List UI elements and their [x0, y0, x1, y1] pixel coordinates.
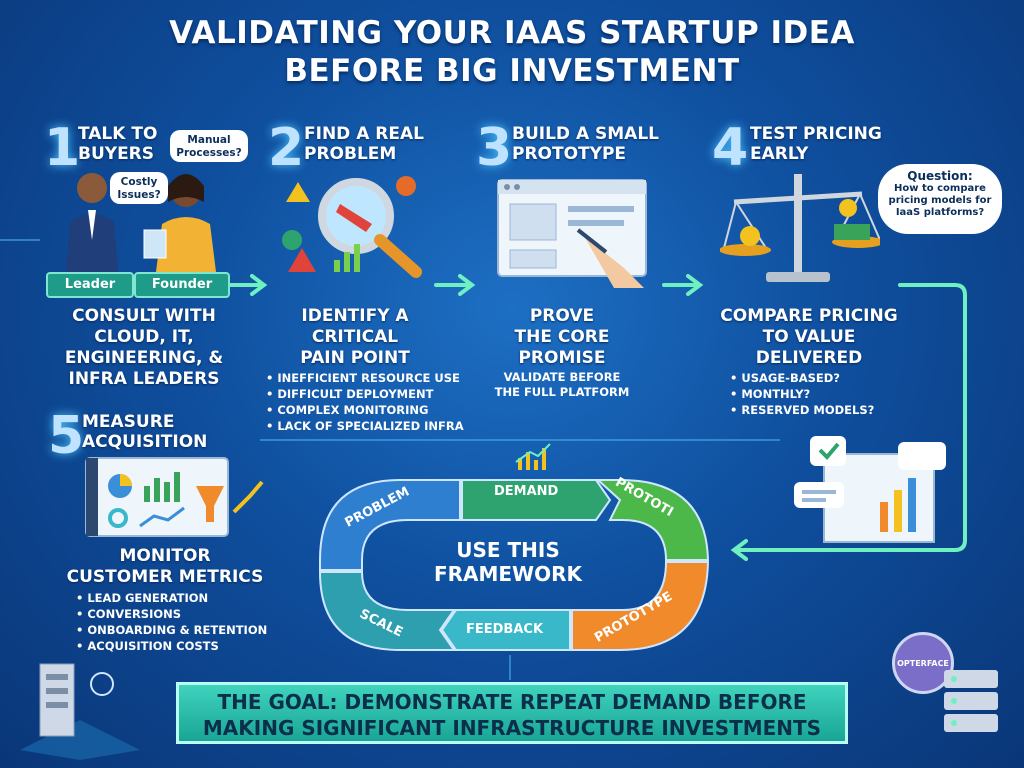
loop-label-demand: DEMAND: [494, 484, 559, 499]
step-3-title-line2: PROTOTYPE: [512, 144, 627, 164]
step-5-head-line: CUSTOMER METRICS: [66, 567, 264, 587]
step-2-bullets: INEFFICIENT RESOURCE USE DIFFICULT DEPLO…: [266, 370, 464, 434]
step-4-head-line: TO VALUE: [762, 327, 856, 347]
step-5-title-line1: MEASURE: [82, 412, 175, 432]
title-line-1: VALIDATING YOUR IAAS STARTUP IDEA: [169, 15, 855, 51]
step-2-head-line: IDENTIFY A: [301, 306, 409, 326]
metrics-dashboard-icon: [85, 457, 264, 537]
step-3-head-line: PROMISE: [518, 348, 606, 368]
step-3-head-line: THE CORE: [514, 327, 610, 347]
step-5-heading: MONITOR CUSTOMER METRICS: [40, 546, 290, 588]
server-rack-icon: [20, 663, 140, 760]
step-5-number: 5: [48, 406, 85, 466]
step-4-title: TEST PRICING EARLY: [750, 124, 882, 164]
step-1-title: TALK TO BUYERS: [78, 124, 157, 164]
question-label: Question:: [907, 169, 973, 183]
list-item: USAGE-BASED?: [730, 370, 874, 386]
framework-center-text: USE THIS FRAMEWORK: [370, 538, 646, 586]
step-5-title: MEASURE ACQUISITION: [82, 412, 207, 452]
prototype-wireframe-icon: [497, 179, 647, 288]
step-1-title-line1: TALK TO: [78, 124, 158, 144]
step-2-number: 2: [268, 118, 305, 178]
tag-leader: Leader: [46, 272, 134, 298]
list-item: DIFFICULT DEPLOYMENT: [266, 386, 464, 402]
step-5-head-line: MONITOR: [119, 546, 211, 566]
step-4-title-line1: TEST PRICING: [750, 124, 882, 144]
step-4-title-line2: EARLY: [750, 144, 809, 164]
goal-banner: THE GOAL: DEMONSTRATE REPEAT DEMAND BEFO…: [176, 682, 848, 744]
step-2-head-line: PAIN POINT: [300, 348, 410, 368]
step-2-heading: IDENTIFY A CRITICAL PAIN POINT: [262, 306, 448, 369]
step-4-head-line: DELIVERED: [755, 348, 863, 368]
list-item: MONTHLY?: [730, 386, 874, 402]
step-3-title-line1: BUILD A SMALL: [512, 124, 660, 144]
step-2-head-line: CRITICAL: [311, 327, 399, 347]
step-1-number: 1: [44, 118, 81, 178]
step-3-sub-line: THE FULL PLATFORM: [494, 385, 630, 399]
question-bubble: Question: How to compare pricing models …: [878, 164, 1002, 234]
step-1-head-line: CLOUD, IT,: [94, 327, 194, 347]
step-1-head-line: ENGINEERING, &: [64, 348, 224, 368]
documents-chat-icon: [794, 436, 946, 543]
list-item: CONVERSIONS: [76, 606, 267, 622]
step-3-title: BUILD A SMALL PROTOTYPE: [512, 124, 659, 164]
framework-loop: [318, 443, 710, 651]
bubble-manual-processes: Manual Processes?: [170, 130, 248, 162]
step-4-bullets: USAGE-BASED? MONTHLY? RESERVED MODELS?: [730, 370, 874, 418]
question-text: How to compare pricing models for IaaS p…: [888, 183, 992, 218]
loop-segment-scale: [318, 571, 456, 651]
step-4-number: 4: [712, 118, 749, 178]
step-2-title-line1: FIND A REAL: [304, 124, 424, 144]
framework-center-line1: USE THIS: [456, 538, 560, 562]
list-item: INEFFICIENT RESOURCE USE: [266, 370, 464, 386]
step-2-title-line2: PROBLEM: [304, 144, 397, 164]
step-4-heading: COMPARE PRICING TO VALUE DELIVERED: [700, 306, 918, 369]
framework-center-line2: FRAMEWORK: [433, 562, 583, 586]
step-1-title-line2: BUYERS: [78, 144, 155, 164]
step-3-subtext: VALIDATE BEFORE THE FULL PLATFORM: [474, 370, 650, 400]
loop-segment-problem: [319, 479, 461, 571]
step-3-number: 3: [476, 118, 513, 178]
list-item: COMPLEX MONITORING: [266, 402, 464, 418]
list-item: LACK OF SPECIALIZED INFRA: [266, 418, 463, 434]
step-1-head-line: INFRA LEADERS: [68, 369, 220, 389]
step-1-heading: CONSULT WITH CLOUD, IT, ENGINEERING, & I…: [34, 306, 254, 390]
loop-segment-feedback: [440, 609, 571, 651]
step-2-title: FIND A REAL PROBLEM: [304, 124, 424, 164]
arrow-4-loop: [733, 283, 967, 552]
goal-line2: MAKING SIGNIFICANT INFRASTRUCTURE INVEST…: [202, 716, 822, 740]
loop-label-feedback: FEEDBACK: [466, 622, 544, 637]
list-item: ONBOARDING & RETENTION: [76, 622, 267, 638]
step-5-bullets: LEAD GENERATION CONVERSIONS ONBOARDING &…: [76, 590, 267, 654]
step-3-sub-line: VALIDATE BEFORE: [503, 370, 621, 384]
list-item: RESERVED MODELS?: [730, 402, 874, 418]
magnifier-problem-icon: [282, 176, 422, 278]
opterface-logo: OPTERFACE: [892, 632, 954, 694]
buyers-illustration-icon: [66, 173, 216, 272]
loop-segment-prototype-green: [595, 479, 710, 561]
step-5-title-line2: ACQUISITION: [82, 432, 208, 452]
list-item: LEAD GENERATION: [76, 590, 267, 606]
step-1-head-line: CONSULT WITH: [72, 306, 216, 326]
list-item: ACQUISITION COSTS: [76, 638, 267, 654]
step-3-head-line: PROVE: [529, 306, 595, 326]
step-3-heading: PROVE THE CORE PROMISE: [474, 306, 650, 369]
title-line-2: BEFORE BIG INVESTMENT: [284, 53, 740, 89]
loop-segment-prototype-orange: [571, 561, 710, 651]
loop-segment-demand: [461, 479, 612, 521]
pricing-scale-icon: [720, 174, 880, 282]
goal-line1: THE GOAL: DEMONSTRATE REPEAT DEMAND BEFO…: [217, 690, 807, 714]
tag-founder: Founder: [134, 272, 230, 298]
server-stack-icon: [944, 670, 998, 732]
page-title: VALIDATING YOUR IAAS STARTUP IDEA BEFORE…: [0, 14, 1024, 90]
bubble-costly-issues: Costly Issues?: [110, 172, 168, 204]
step-4-head-line: COMPARE PRICING: [720, 306, 898, 326]
